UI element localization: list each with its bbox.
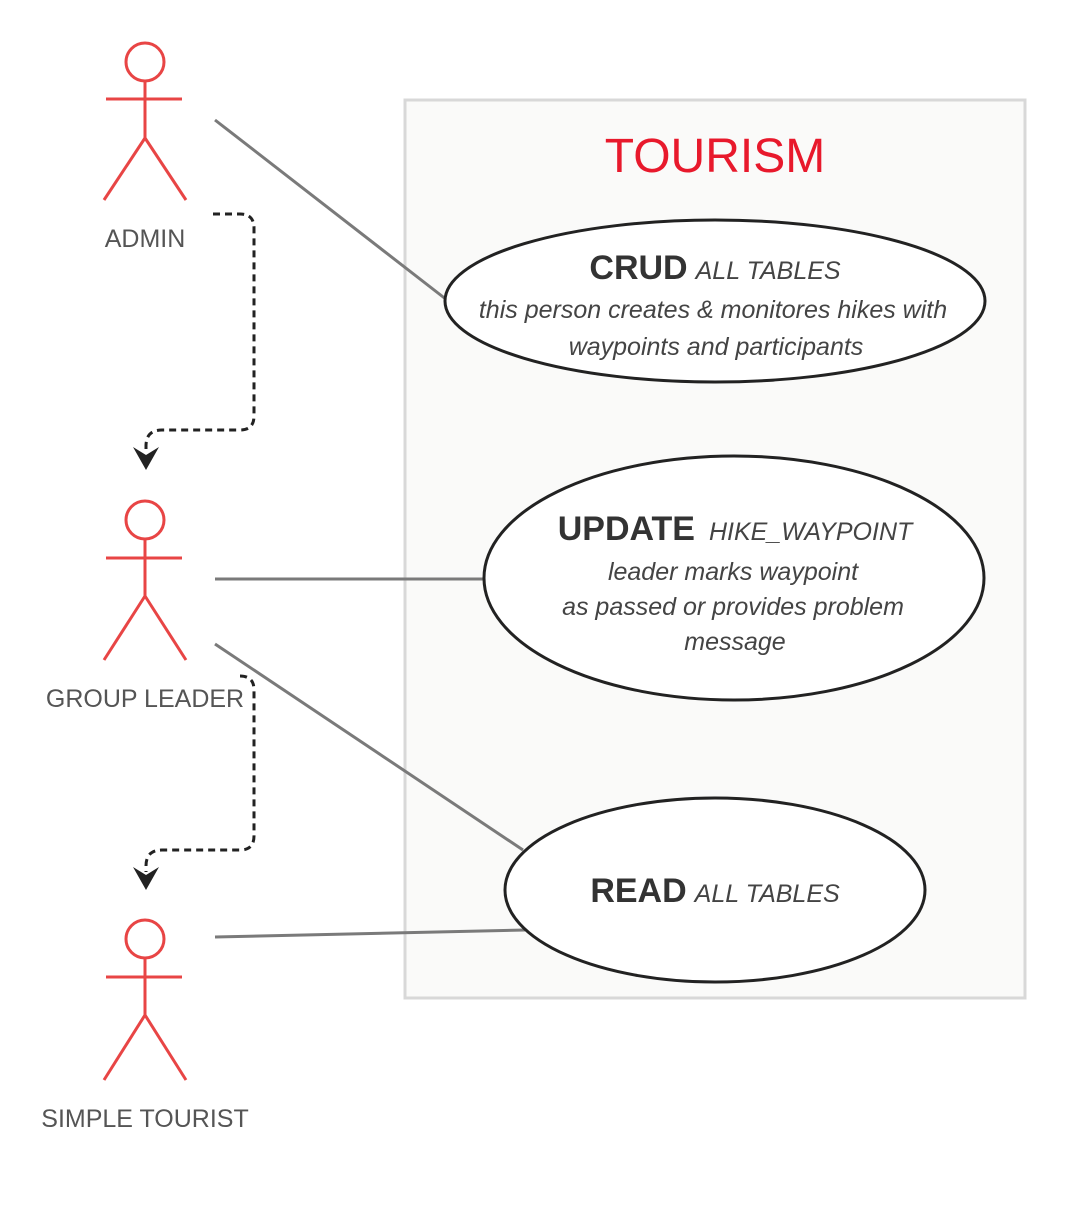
use-case-update-verb: UPDATE (558, 510, 695, 548)
actor-admin-label: ADMIN (105, 225, 186, 253)
actor-head (124, 41, 166, 83)
use-case-crud-desc-1: this person creates & monitores hikes wi… (479, 296, 947, 324)
actor-right-leg (143, 1014, 188, 1081)
generalization-leader-to-tourist (144, 674, 256, 872)
association-leader-read (214, 642, 524, 852)
actor-head (124, 499, 166, 541)
actor-admin[interactable] (102, 41, 188, 201)
use-case-read-target: ALL TABLES (693, 880, 840, 908)
use-case-crud-target: ALL TABLES (694, 257, 841, 285)
actor-simple-tourist[interactable] (102, 918, 188, 1081)
use-case-update-desc-3: message (684, 628, 785, 656)
actor-group-leader-label: GROUP LEADER (46, 685, 244, 713)
use-case-update-desc-1: leader marks waypoint (608, 558, 859, 586)
generalization-admin-to-leader (144, 212, 256, 452)
use-case-update-desc-2: as passed or provides problem (562, 593, 904, 621)
use-case-crud-ellipse (443, 218, 987, 384)
association-tourist-read (214, 928, 526, 939)
actor-right-leg (143, 137, 188, 201)
actor-group-leader[interactable] (102, 499, 188, 661)
actor-left-leg (102, 137, 147, 201)
use-case-update[interactable]: UPDATE HIKE_WAYPOINT leader marks waypoin… (482, 454, 986, 702)
actor-simple-tourist-label: SIMPLE TOURIST (41, 1105, 248, 1133)
actor-head (124, 918, 166, 960)
arrowhead-leader-to-tourist (133, 867, 159, 890)
use-case-crud-desc-2: waypoints and participants (569, 333, 864, 361)
use-case-crud-verb: CRUD (589, 249, 687, 287)
actor-left-leg (102, 1014, 147, 1081)
use-case-update-ellipse (482, 454, 986, 702)
use-case-update-title: UPDATE HIKE_WAYPOINT (558, 510, 914, 548)
use-case-read-verb: READ (590, 872, 686, 910)
association-admin-crud (214, 118, 448, 302)
arrowhead-admin-to-leader (133, 447, 159, 470)
system-title: TOURISM (605, 130, 825, 183)
actor-left-leg (102, 595, 147, 661)
use-case-read-ellipse (503, 796, 927, 984)
use-case-update-target: HIKE_WAYPOINT (709, 518, 914, 546)
actor-right-leg (143, 595, 188, 661)
